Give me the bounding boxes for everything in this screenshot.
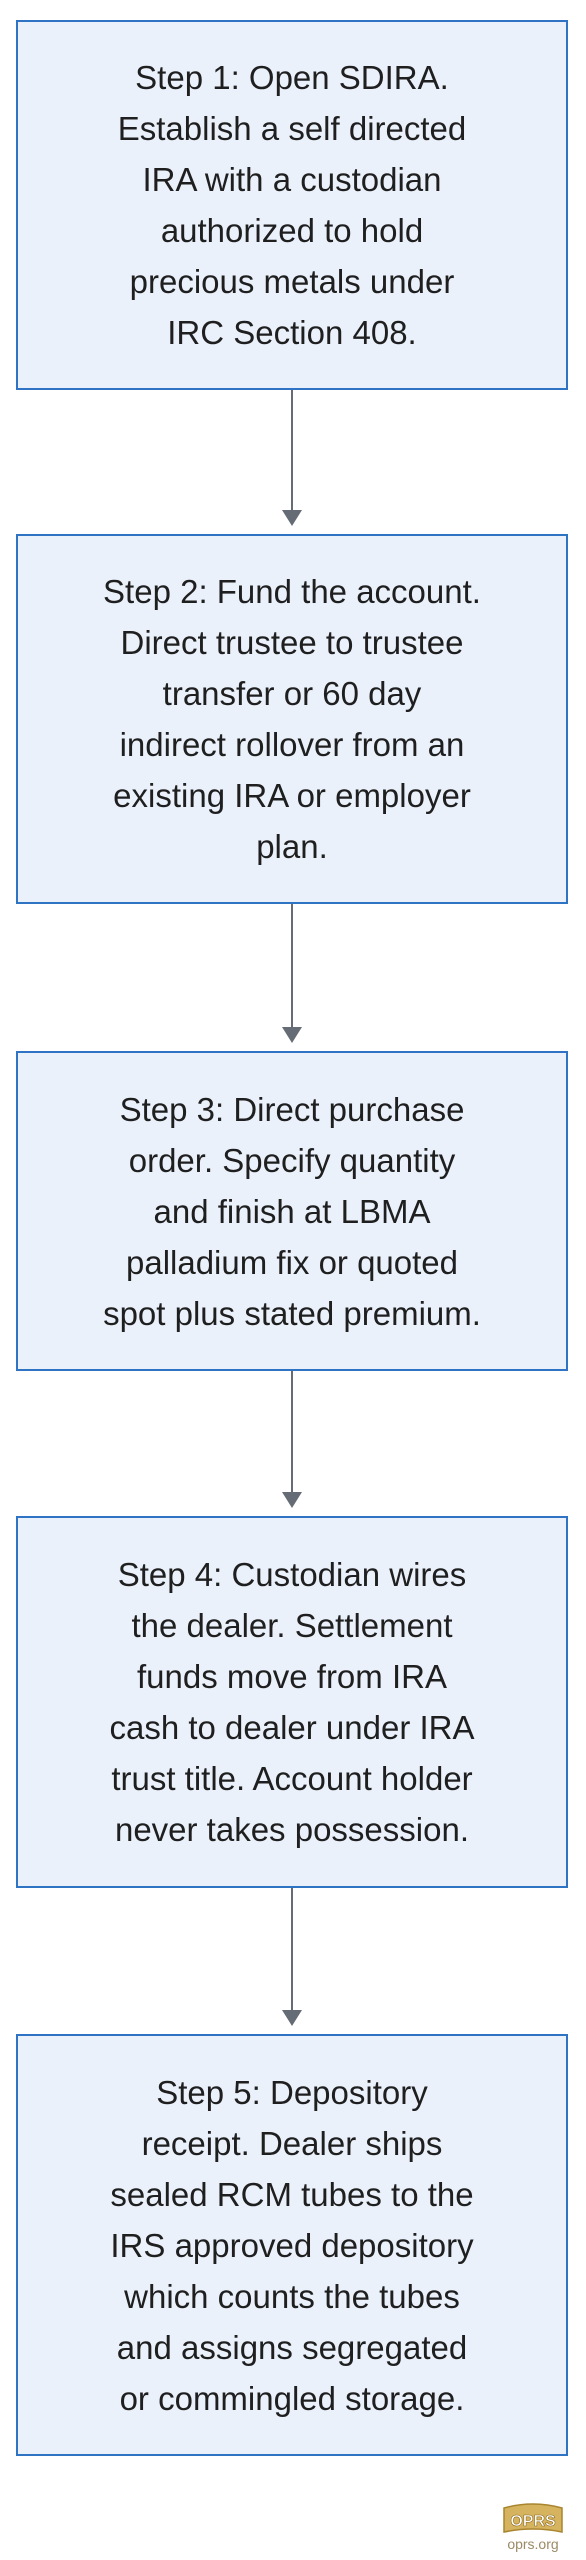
arrow-step-4-to-5: [291, 1888, 293, 2010]
step-2-text: Step 2: Fund the account. Direct trustee…: [103, 573, 481, 865]
step-5-text: Step 5: Depository receipt. Dealer ships…: [110, 2073, 474, 2417]
arrow-step-2-to-3: [291, 904, 293, 1027]
step-1-text: Step 1: Open SDIRA. Establish a self dir…: [117, 59, 467, 351]
arrow-head-step-5: [282, 2010, 302, 2026]
oprs-logo: OPRS oprs.org: [497, 2502, 569, 2554]
step-1-box: Step 1: Open SDIRA. Establish a self dir…: [16, 20, 568, 390]
arrow-step-3-to-4: [291, 1371, 293, 1492]
step-3-box: Step 3: Direct purchase order. Specify q…: [16, 1051, 568, 1371]
oprs-url: oprs.org: [507, 2536, 559, 2552]
arrow-head-step-3: [282, 1027, 302, 1043]
arrow-step-1-to-2: [291, 390, 293, 510]
arrow-head-step-2: [282, 510, 302, 526]
step-5-box: Step 5: Depository receipt. Dealer ships…: [16, 2034, 568, 2456]
oprs-logo-mark: OPRS: [503, 2503, 563, 2533]
arrow-head-step-4: [282, 1492, 302, 1508]
oprs-logo-text: OPRS: [510, 2513, 556, 2530]
step-2-box: Step 2: Fund the account. Direct trustee…: [16, 534, 568, 904]
step-4-text: Step 4: Custodian wires the dealer. Sett…: [109, 1556, 475, 1848]
step-4-box: Step 4: Custodian wires the dealer. Sett…: [16, 1516, 568, 1888]
step-3-text: Step 3: Direct purchase order. Specify q…: [103, 1090, 481, 1332]
